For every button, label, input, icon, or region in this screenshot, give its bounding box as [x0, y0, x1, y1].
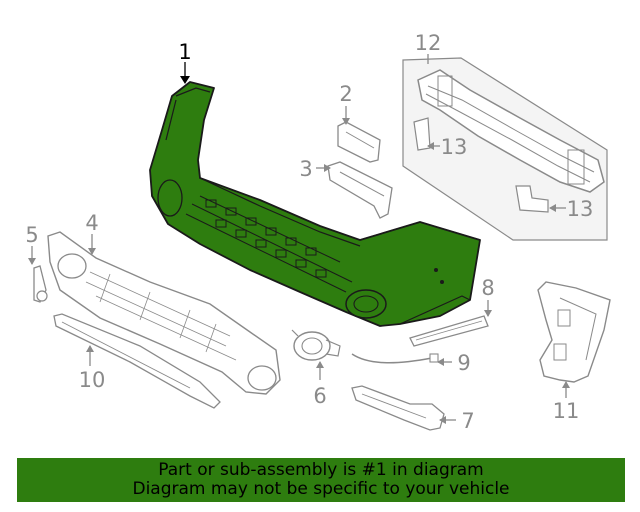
part-11-side-bracket	[537, 281, 611, 383]
callout-13-lower: 13	[567, 197, 594, 221]
part-3-bracket	[327, 161, 393, 219]
part-8-strip	[409, 315, 489, 347]
callout-5: 5	[25, 223, 38, 247]
callout-12: 12	[415, 31, 442, 55]
banner-line-2: Diagram may not be specific to your vehi…	[132, 479, 510, 499]
part-10-garnish-strip	[53, 313, 221, 409]
callout-4: 4	[85, 211, 98, 235]
callout-2: 2	[339, 82, 352, 106]
callout-1: 1	[178, 40, 191, 64]
part-5-sensor	[33, 265, 48, 303]
callout-13-upper: 13	[441, 135, 468, 159]
callout-11: 11	[553, 399, 580, 423]
callout-9: 9	[457, 351, 470, 375]
part-9-wire	[351, 353, 439, 364]
info-banner: Part or sub-assembly is #1 in diagram Di…	[17, 458, 625, 502]
part-7-bracket	[351, 385, 445, 431]
part-1-bumper-cover	[149, 81, 481, 327]
callout-8: 8	[481, 276, 494, 300]
callout-3: 3	[299, 157, 312, 181]
part-2-bracket	[337, 121, 381, 163]
part-12-panel	[402, 57, 608, 241]
callout-6: 6	[313, 384, 326, 408]
part-4-lower-valance	[47, 231, 281, 395]
part-6-lamp	[291, 329, 341, 361]
callout-7: 7	[461, 409, 474, 433]
callout-10: 10	[79, 368, 106, 392]
leader-lines	[28, 54, 570, 424]
banner-line-1: Part or sub-assembly is #1 in diagram	[158, 460, 484, 480]
